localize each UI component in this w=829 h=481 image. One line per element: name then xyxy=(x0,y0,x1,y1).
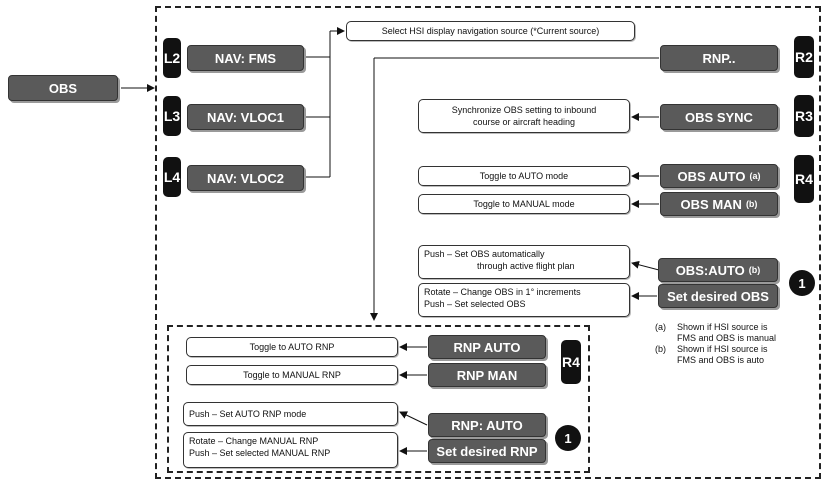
obs-auto-knob-button[interactable]: OBS:AUTO (b) xyxy=(658,258,778,282)
obs-sync-description-line2: course or aircraft heading xyxy=(472,117,576,127)
rnp-submenu-outline xyxy=(167,325,590,473)
nav-vloc1-button[interactable]: NAV: VLOC1 xyxy=(187,104,304,130)
rnp-auto-knob-button[interactable]: RNP: AUTO xyxy=(428,413,546,437)
obs-sync-button[interactable]: OBS SYNC xyxy=(660,104,778,130)
rnp-auto-button[interactable]: RNP AUTO xyxy=(428,335,546,359)
footnotes: (a) Shown if HSI source is FMS and OBS i… xyxy=(655,322,776,366)
footnote-b: (b) Shown if HSI source is FMS and OBS i… xyxy=(655,344,776,366)
footnote-a: (a) Shown if HSI source is FMS and OBS i… xyxy=(655,322,776,344)
set-desired-obs-description: Rotate – Change OBS in 1° increments Pus… xyxy=(418,283,630,317)
rnp-man-button[interactable]: RNP MAN xyxy=(428,363,546,387)
footnote-b-tag: (b) xyxy=(655,344,666,354)
obs-man-footnote: (b) xyxy=(745,199,758,209)
key-l4[interactable]: L4 xyxy=(163,157,181,197)
rnp-rotate-action: Rotate – Change MANUAL RNP xyxy=(189,436,319,446)
nav-source-description: Select HSI display navigation source (*C… xyxy=(346,21,635,41)
rnp-auto-knob-description: Push – Set AUTO RNP mode xyxy=(183,402,398,426)
set-desired-rnp-button[interactable]: Set desired RNP xyxy=(428,439,546,463)
footnote-a-line1: Shown if HSI source is xyxy=(677,322,768,332)
rnp-man-description: Toggle to MANUAL RNP xyxy=(186,365,398,385)
obs-auto-description: Toggle to AUTO mode xyxy=(418,166,630,186)
obs-auto-knob-label: OBS:AUTO xyxy=(675,262,745,278)
obs-man-description: Toggle to MANUAL mode xyxy=(418,194,630,214)
key-l3[interactable]: L3 xyxy=(163,96,181,136)
rnp-key-r4[interactable]: R4 xyxy=(561,340,581,384)
rnp-push-auto-action: Push – Set AUTO RNP mode xyxy=(189,409,307,419)
key-l2[interactable]: L2 xyxy=(163,38,181,78)
rnp-auto-description: Toggle to AUTO RNP xyxy=(186,337,398,357)
knob-callout-obs: 1 xyxy=(789,270,815,296)
obs-man-button[interactable]: OBS MAN (b) xyxy=(660,192,778,216)
obs-auto-button[interactable]: OBS AUTO (a) xyxy=(660,164,778,188)
obs-auto-knob-description: Push – Set OBS automatically through act… xyxy=(418,245,630,279)
obs-auto-knob-push-continued: through active flight plan xyxy=(477,261,575,271)
rnp-push-action: Push – Set selected MANUAL RNP xyxy=(189,448,331,458)
obs-push-action: Push – Set selected OBS xyxy=(424,299,526,309)
nav-vloc2-button[interactable]: NAV: VLOC2 xyxy=(187,165,304,191)
obs-sync-description: Synchronize OBS setting to inbound cours… xyxy=(418,99,630,133)
key-r4[interactable]: R4 xyxy=(794,155,814,203)
obs-auto-label: OBS AUTO xyxy=(677,168,746,184)
knob-callout-rnp: 1 xyxy=(555,425,581,451)
footnote-a-text: Shown if HSI source is FMS and OBS is ma… xyxy=(677,322,776,344)
footnote-a-line2: FMS and OBS is manual xyxy=(677,333,777,343)
key-r3[interactable]: R3 xyxy=(794,95,814,137)
set-desired-rnp-description: Rotate – Change MANUAL RNP Push – Set se… xyxy=(183,432,398,468)
obs-rotate-action: Rotate – Change OBS in 1° increments xyxy=(424,287,581,297)
obs-sync-description-line1: Synchronize OBS setting to inbound xyxy=(451,105,597,115)
obs-man-label: OBS MAN xyxy=(680,196,742,212)
key-r2[interactable]: R2 xyxy=(794,36,814,78)
set-desired-obs-button[interactable]: Set desired OBS xyxy=(658,284,778,308)
footnote-b-text: Shown if HSI source is FMS and OBS is au… xyxy=(677,344,768,366)
obs-auto-knob-footnote: (b) xyxy=(748,265,761,275)
rnp-menu-button[interactable]: RNP.. xyxy=(660,45,778,71)
obs-button[interactable]: OBS xyxy=(8,75,118,101)
obs-auto-knob-push: Push – Set OBS automatically xyxy=(424,249,545,259)
footnote-b-line1: Shown if HSI source is xyxy=(677,344,768,354)
nav-fms-button[interactable]: NAV: FMS xyxy=(187,45,304,71)
footnote-b-line2: FMS and OBS is auto xyxy=(677,355,765,365)
menu-region-outline xyxy=(155,6,821,479)
obs-auto-footnote: (a) xyxy=(749,171,761,181)
footnote-a-tag: (a) xyxy=(655,322,666,332)
